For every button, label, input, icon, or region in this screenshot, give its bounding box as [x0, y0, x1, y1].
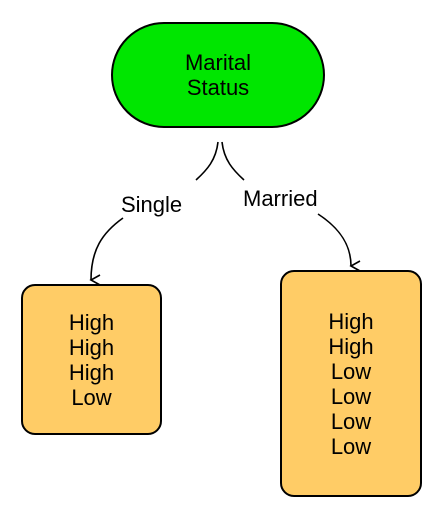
connector-root-to-single [195, 141, 219, 181]
leaf-value: High [68, 359, 115, 385]
leaf-value: Low [330, 433, 372, 459]
root-node-marital-status: Marital Status [111, 22, 325, 128]
leaf-value: Low [330, 383, 372, 409]
leaf-value: Low [71, 384, 112, 410]
leaf-value: Low [330, 408, 372, 434]
connector-root-to-married [221, 141, 245, 181]
leaf-node-married: High High Low Low Low Low [280, 270, 422, 497]
leaf-value: High [328, 333, 374, 359]
arrow-to-right-leaf [317, 213, 361, 272]
leaf-node-single: High High High Low [21, 284, 162, 435]
leaf-value: High [328, 308, 374, 334]
root-label-line: Marital [184, 50, 251, 75]
root-label-line: Status [186, 75, 250, 100]
branch-label-married: Married [243, 186, 318, 211]
branch-label-single: Single [121, 192, 183, 217]
arrow-to-left-leaf [89, 217, 124, 286]
leaf-value: Low [330, 358, 372, 384]
leaf-value: High [68, 334, 115, 360]
leaf-value: High [68, 309, 115, 335]
